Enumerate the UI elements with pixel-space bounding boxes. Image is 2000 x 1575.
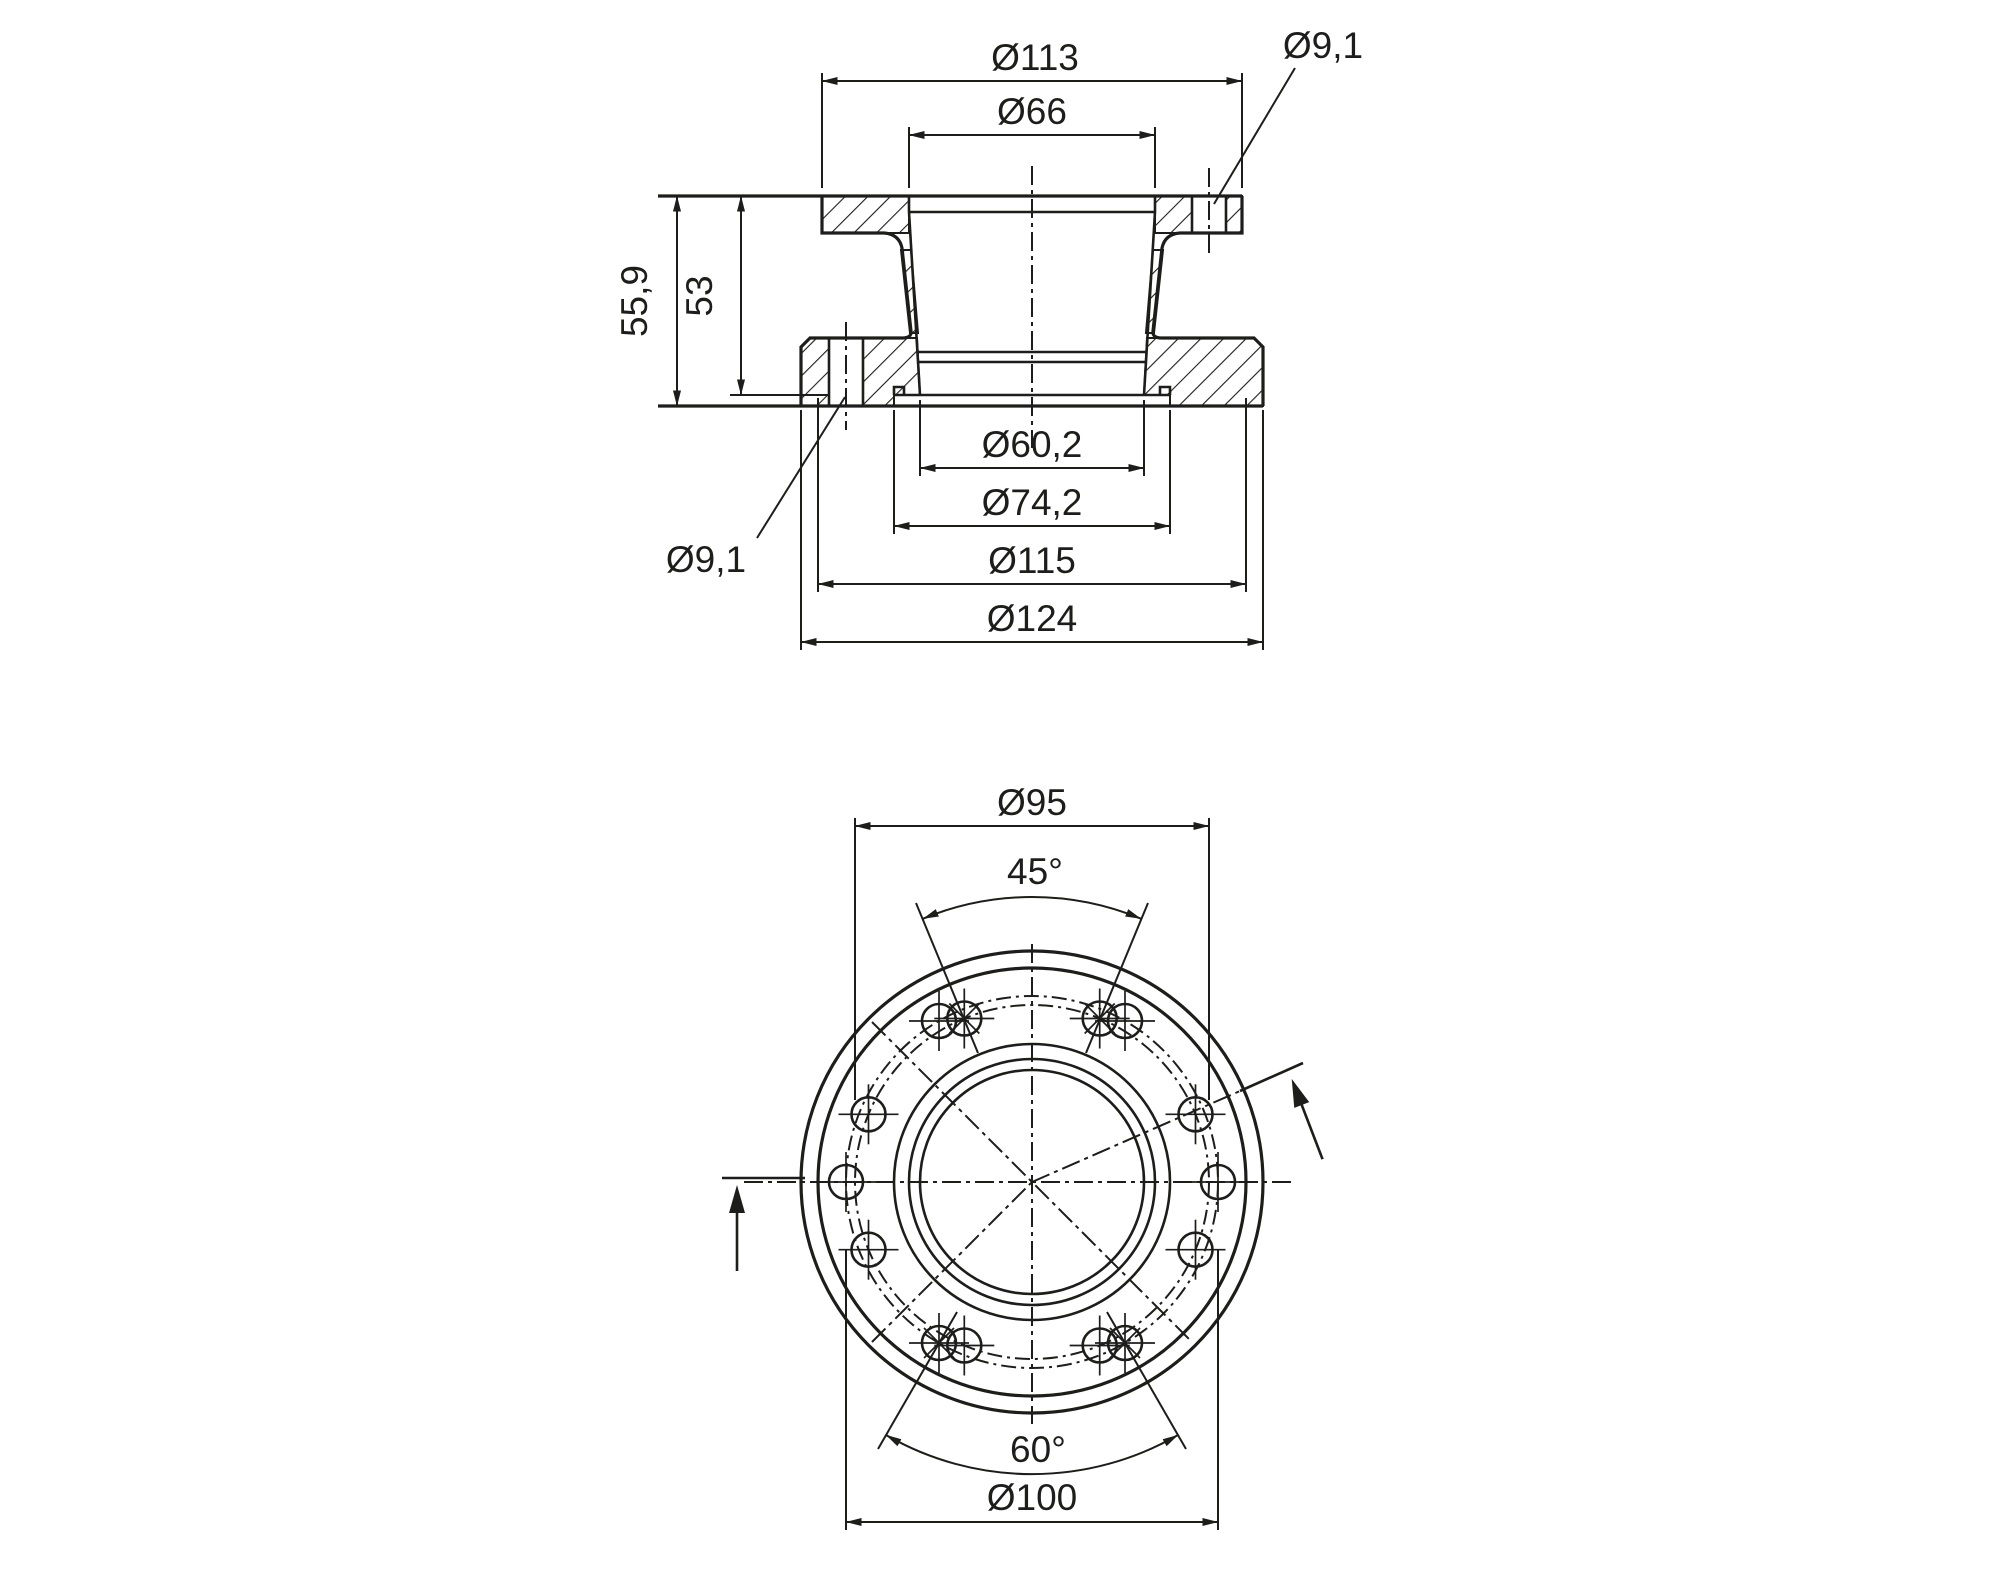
diagonal-center-line-sw — [871, 1181, 1033, 1343]
outline-left — [799, 196, 913, 406]
seal-groove-left — [892, 385, 906, 395]
dim-label-d66: Ø66 — [997, 91, 1067, 132]
dim-a45: 45° — [915, 851, 1149, 1054]
dim-h53: 53 — [679, 195, 829, 396]
bolt-hole-95-202 — [934, 1315, 995, 1376]
seal-groove-right — [1158, 385, 1172, 395]
dim-label-d91-top: Ø9,1 — [1283, 25, 1363, 66]
dim-label-d100: Ø100 — [987, 1477, 1078, 1518]
bolt-hole-100-330 — [909, 991, 969, 1051]
leader-d91-bottom — [756, 396, 846, 539]
bolt-hole-100-270 — [816, 1152, 876, 1212]
dim-d124: Ø124 — [800, 410, 1264, 650]
dim-d95: Ø95 — [854, 782, 1210, 1100]
dim-label-d602: Ø60,2 — [982, 424, 1083, 465]
hatch-upper-flange-left — [821, 195, 910, 234]
dim-label-d91-bottom: Ø9,1 — [666, 539, 746, 580]
dim-d66: Ø66 — [908, 91, 1156, 188]
dim-d602: Ø60,2 — [919, 400, 1145, 476]
outline-right — [1151, 196, 1265, 406]
dim-label-h53: 53 — [679, 275, 720, 316]
bolt-hole-95-247 — [838, 1219, 899, 1280]
bore-taper-right — [1142, 211, 1157, 396]
bolt-hole-100-30 — [1095, 991, 1155, 1051]
bore-taper-left — [907, 211, 922, 396]
hatch-upper-flange-right-outer — [1225, 195, 1243, 234]
dim-d115: Ø115 — [817, 398, 1247, 592]
dim-label-a60: 60° — [1010, 1429, 1066, 1470]
dim-d91-bottom: Ø9,1 — [666, 396, 846, 580]
orientation-markers — [722, 1078, 1324, 1271]
diagonal-center-line-nw-se — [871, 1021, 1193, 1343]
marking-arrow — [1291, 1078, 1324, 1160]
left-marker-arrow — [729, 1185, 745, 1271]
dim-label-h559: 55,9 — [614, 265, 655, 337]
front-dimensions: Ø95 45° 60° Ø100 — [845, 782, 1219, 1530]
hatch-upper-flange-right-inner — [1154, 195, 1193, 234]
marking-center-line — [1031, 1090, 1241, 1183]
section-dimensions: Ø113 Ø66 Ø9,1 55,9 53 — [614, 25, 1363, 650]
dim-label-d115: Ø115 — [988, 540, 1076, 581]
bolt-hole-95-112 — [1165, 1219, 1226, 1280]
bolt-hole-95-292 — [838, 1084, 899, 1145]
dim-label-a45: 45° — [1007, 851, 1063, 892]
bolt-hole-100-90 — [1188, 1152, 1248, 1212]
dim-label-d742: Ø74,2 — [982, 482, 1083, 523]
leader-d91-top — [1213, 67, 1296, 205]
dim-d91-top: Ø9,1 — [1213, 25, 1363, 205]
dim-h559: 55,9 — [614, 195, 681, 407]
dim-label-d95: Ø95 — [997, 782, 1067, 823]
part-outline — [658, 194, 1265, 408]
section-view: Ø113 Ø66 Ø9,1 55,9 53 — [614, 25, 1363, 650]
dim-d100: Ø100 — [845, 1250, 1219, 1530]
bolt-hole-95-157 — [1069, 1315, 1130, 1376]
front-view: Ø95 45° 60° Ø100 — [722, 782, 1324, 1530]
dim-label-d113: Ø113 — [991, 37, 1079, 78]
bolt-holes-100-pattern — [816, 991, 1248, 1373]
dim-d113: Ø113 — [821, 37, 1243, 188]
marking-line-tip — [1239, 1061, 1304, 1093]
bolt-hole-95-67 — [1165, 1084, 1226, 1145]
dim-label-d124: Ø124 — [987, 598, 1078, 639]
dim-a60: 60° — [877, 1311, 1187, 1476]
section-center-lines — [845, 166, 1210, 448]
dim-d742: Ø74,2 — [893, 410, 1171, 534]
